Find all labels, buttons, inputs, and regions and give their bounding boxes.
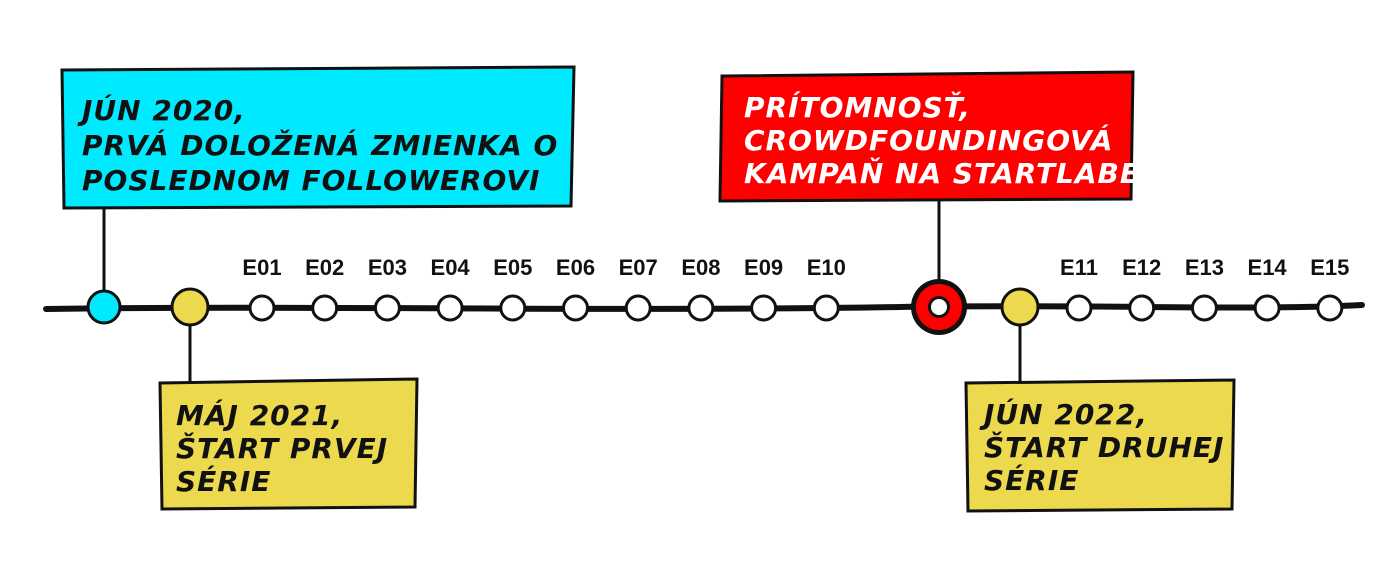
- callout-box: [964, 378, 1236, 513]
- episode-label-e07: E07: [619, 255, 658, 280]
- episode-marker-e01: [248, 294, 276, 322]
- episode-label-e14: E14: [1248, 255, 1288, 280]
- episode-label-e10: E10: [807, 255, 846, 280]
- callout-season2-start: Jún 2022, štart druhej série: [964, 318, 1236, 513]
- callout-line: štart prvej: [176, 431, 388, 465]
- callout-first-mention: Jún 2020, prvá doložená zmienka o posled…: [60, 65, 576, 300]
- episode-marker-e08: [687, 294, 715, 322]
- episode-marker-e03: [373, 294, 401, 322]
- callout-line: kampaň na startlabe: [744, 156, 1140, 190]
- callout-season1-start: Máj 2021, štart prvej série: [158, 318, 419, 511]
- episode-marker-e15: [1316, 294, 1344, 322]
- episode-label-e05: E05: [493, 255, 532, 280]
- episode-marker-e02: [311, 294, 339, 322]
- episode-label-e03: E03: [368, 255, 407, 280]
- callout-line: série: [984, 463, 1079, 497]
- svg-text:Jún 2020, prvá doložená: Jún 2020, prvá doložená zmienka o posled…: [77, 93, 569, 197]
- episode-label-e15: E15: [1310, 255, 1349, 280]
- episode-label-e06: E06: [556, 255, 595, 280]
- episode-label-e11: E11: [1060, 255, 1098, 280]
- episode-marker-e12: [1128, 294, 1156, 322]
- callout-present: Prítomnosť, crowdfoundingová kampaň na s…: [718, 70, 1140, 283]
- episode-markers: E01 E02 E03 E04 E05 E06 E07 E08 E09 E10 E11 E12 E13 E…: [242, 255, 1349, 322]
- callout-line: štart druhej: [984, 430, 1224, 464]
- callout-line: Jún 2022,: [979, 397, 1148, 431]
- episode-marker-e09: [750, 294, 778, 322]
- episode-marker-e13: [1190, 294, 1218, 322]
- episode-label-e09: E09: [744, 255, 783, 280]
- callout-line: Máj 2021,: [176, 398, 343, 432]
- callout-line: série: [176, 464, 271, 498]
- episode-label-e08: E08: [681, 255, 720, 280]
- episode-marker-e14: [1253, 294, 1281, 322]
- episode-label-e13: E13: [1185, 255, 1224, 280]
- episode-marker-e05: [499, 294, 527, 322]
- episode-marker-e11: [1065, 294, 1093, 322]
- episode-marker-e06: [562, 294, 589, 322]
- episode-label-e04: E04: [431, 255, 471, 280]
- callout-box: [718, 70, 1135, 203]
- milestone-first-mention-marker: [86, 289, 122, 325]
- episode-label-e01: E01: [242, 255, 281, 280]
- callout-line: Jún 2020,: [77, 93, 246, 127]
- svg-text:Prítomnosť, crowdfoundin: Prítomnosť, crowdfoundingová kampaň na s…: [744, 90, 1140, 190]
- callout-line: Prítomnosť,: [744, 90, 971, 124]
- episode-label-e02: E02: [305, 255, 344, 280]
- episode-label-e12: E12: [1122, 255, 1161, 280]
- callout-box: [60, 65, 576, 210]
- callout-line: prvá doložená zmienka o: [82, 128, 558, 162]
- callout-line: poslednom followerovi: [82, 164, 540, 197]
- episode-marker-e10: [812, 294, 840, 322]
- episode-marker-e04: [436, 294, 464, 322]
- milestone-season2-start-marker: [1000, 287, 1040, 327]
- callout-line: crowdfoundingová: [744, 123, 1113, 157]
- svg-text:Jún 2022, štart druhej: Jún 2022, štart druhej série: [979, 397, 1235, 497]
- episode-marker-e07: [624, 294, 652, 322]
- svg-text:Máj 2021, štart prvej: Máj 2021, štart prvej série: [176, 398, 399, 498]
- milestone-present-marker: [911, 279, 967, 335]
- callout-box: [158, 377, 419, 511]
- milestone-season1-start-marker: [170, 287, 210, 327]
